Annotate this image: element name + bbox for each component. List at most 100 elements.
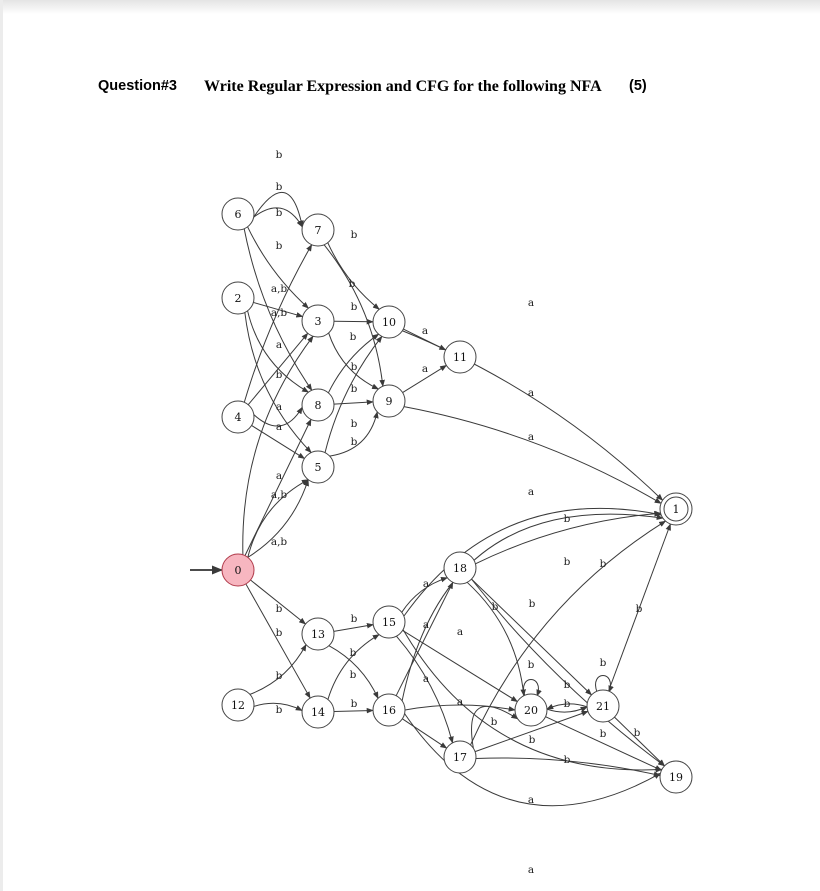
transition-edge bbox=[243, 228, 313, 391]
state-circle bbox=[372, 605, 406, 639]
state-circle bbox=[372, 693, 406, 727]
transition-label: b bbox=[491, 716, 498, 728]
transition-label: b bbox=[276, 704, 283, 716]
transition-label: b bbox=[276, 369, 283, 381]
transition-edge bbox=[333, 399, 374, 406]
accept-ring bbox=[663, 496, 689, 522]
transition-edge bbox=[395, 581, 454, 696]
transition-edge bbox=[402, 630, 518, 702]
transition-edge bbox=[471, 578, 666, 767]
transition-label: b bbox=[351, 418, 358, 430]
state-circle bbox=[301, 213, 335, 247]
transition-label: a,b bbox=[271, 283, 288, 295]
state-label: 1 bbox=[673, 503, 680, 516]
transition-label: b bbox=[492, 601, 499, 613]
transition-label: a bbox=[457, 696, 463, 708]
transition-edge bbox=[250, 579, 307, 625]
transition-label: a,b bbox=[271, 307, 288, 319]
transition-label: b bbox=[600, 558, 607, 570]
transition-label: a bbox=[276, 401, 282, 413]
transition-label: a bbox=[423, 578, 429, 590]
state-label: 6 bbox=[235, 208, 242, 221]
state-circle bbox=[221, 400, 255, 434]
transition-edge bbox=[333, 318, 374, 325]
transition-edge bbox=[253, 702, 303, 712]
transition-edge bbox=[402, 718, 448, 749]
state-14: 14 bbox=[301, 695, 335, 729]
state-circle bbox=[301, 695, 335, 729]
state-label: 11 bbox=[453, 351, 467, 364]
transition-label: b bbox=[529, 734, 536, 746]
transition-label: b bbox=[528, 659, 535, 671]
transition-label: a bbox=[276, 339, 282, 351]
state-label: 8 bbox=[315, 399, 322, 412]
transition-label: b bbox=[564, 679, 571, 691]
transition-edge bbox=[244, 418, 312, 556]
state-9: 9 bbox=[372, 384, 406, 418]
transition-edge bbox=[333, 707, 374, 714]
transition-label: b bbox=[600, 728, 607, 740]
transition-label: a,b bbox=[271, 536, 288, 548]
transition-edge bbox=[327, 242, 380, 310]
state-19: 19 bbox=[659, 760, 693, 794]
state-label: 17 bbox=[453, 751, 467, 764]
transition-label: b bbox=[351, 698, 358, 710]
transition-edge bbox=[253, 207, 303, 228]
transition-label: b bbox=[276, 207, 283, 219]
transition-label: a bbox=[423, 619, 429, 631]
state-circle bbox=[221, 553, 255, 587]
transition-edge bbox=[471, 705, 519, 749]
transition-label: a bbox=[528, 431, 534, 443]
state-circle bbox=[221, 281, 255, 315]
transition-label: b bbox=[636, 603, 643, 615]
state-circle bbox=[443, 551, 477, 585]
transition-label: b bbox=[276, 670, 283, 682]
transition-edge bbox=[327, 333, 380, 394]
transition-edge bbox=[475, 510, 662, 565]
transition-edge bbox=[404, 713, 662, 807]
transition-edge bbox=[401, 576, 448, 613]
transition-label: b bbox=[350, 647, 357, 659]
state-label: 4 bbox=[235, 411, 242, 424]
transition-edge bbox=[546, 703, 588, 710]
state-label: 0 bbox=[235, 564, 242, 577]
transition-label: b bbox=[349, 278, 356, 290]
state-21: 21 bbox=[586, 689, 620, 723]
transition-edge bbox=[253, 191, 304, 228]
state-4: 4 bbox=[221, 400, 255, 434]
transition-label: b bbox=[564, 754, 571, 766]
transition-label: b bbox=[276, 149, 283, 161]
state-label: 14 bbox=[311, 706, 325, 719]
transition-edge bbox=[244, 312, 312, 454]
state-label: 13 bbox=[311, 628, 325, 641]
state-5: 5 bbox=[301, 450, 335, 484]
state-18: 18 bbox=[443, 551, 477, 585]
transition-label: a bbox=[528, 387, 534, 399]
page-left-edge bbox=[0, 0, 3, 891]
state-13: 13 bbox=[301, 617, 335, 651]
state-circle bbox=[221, 197, 255, 231]
state-circle bbox=[301, 450, 335, 484]
state-label: 12 bbox=[231, 699, 245, 712]
state-label: 3 bbox=[315, 315, 322, 328]
transition-edge bbox=[523, 679, 542, 697]
transition-label: b bbox=[351, 301, 358, 313]
transition-label: a bbox=[422, 325, 428, 337]
state-label: 18 bbox=[453, 562, 467, 575]
state-circle bbox=[372, 305, 406, 339]
transition-edge bbox=[595, 675, 614, 693]
transition-edge bbox=[243, 244, 313, 403]
transition-edge bbox=[546, 706, 588, 713]
state-3: 3 bbox=[301, 304, 335, 338]
transition-edge bbox=[328, 645, 379, 699]
question-heading: Question#3 Write Regular Expression and … bbox=[98, 78, 698, 100]
state-circle bbox=[586, 689, 620, 723]
state-label: 5 bbox=[315, 461, 322, 474]
transition-edge bbox=[333, 622, 374, 632]
state-label: 7 bbox=[315, 224, 322, 237]
page-top-shadow bbox=[0, 0, 820, 14]
transition-edge bbox=[247, 310, 310, 393]
transition-label: b bbox=[276, 181, 283, 193]
transition-label: a bbox=[528, 297, 534, 309]
